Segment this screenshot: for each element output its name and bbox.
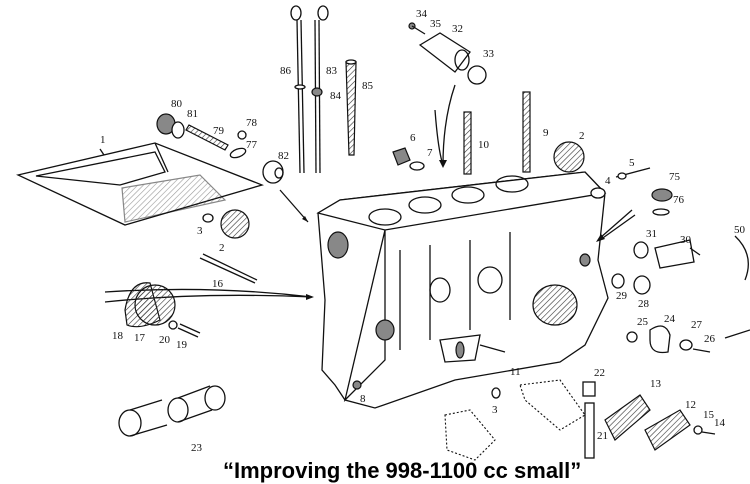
part-label: 16 [212,278,224,290]
dipsticks [290,5,357,174]
part-label: 18 [112,330,124,342]
part-number-labels: 1 80 81 79 78 77 82 86 83 84 85 3 2 16 1… [100,8,746,454]
part-label: 2 [219,242,225,254]
part-label: 27 [691,319,703,331]
part-label: 33 [483,48,495,60]
part-label: 25 [637,316,649,328]
part-label: 81 [187,108,198,120]
camshaft-bearings [118,385,226,437]
part-label: 24 [664,313,676,325]
part-label: 32 [452,23,463,35]
part-label: 3 [492,404,498,416]
part-label: 35 [430,18,442,30]
part-label: 23 [191,442,203,454]
part-label: 6 [410,132,416,144]
part-label: 75 [669,171,681,183]
part-label: 77 [246,139,258,151]
part-label: 3 [197,225,203,237]
part-label: 13 [650,378,662,390]
studs-and-plugs [392,91,673,216]
part-label: 82 [278,150,289,162]
part-label: 29 [616,290,628,302]
part-label: 76 [673,194,685,206]
part-label: 79 [213,125,225,137]
part-label: 7 [427,147,433,159]
relief-valve-parts [156,113,309,223]
caption: “Improving the 998-1100 cc small” [223,458,582,483]
part-label: 19 [176,339,188,351]
part-label: 26 [704,333,716,345]
engine-block-exploded-diagram: 1 80 81 79 78 77 82 86 83 84 85 3 2 16 1… [16,5,750,461]
part-label: 9 [543,127,549,139]
part-label: 85 [362,80,374,92]
part-label: 30 [680,234,692,246]
left-parts [118,209,362,437]
part-label: 5 [629,157,635,169]
engine-block [104,84,636,409]
part-label: 14 [714,417,726,429]
part-label: 83 [326,65,338,77]
part-label: 10 [478,139,490,151]
part-label: 15 [703,409,715,421]
part-label: 78 [246,117,258,129]
part-label: 11 [510,366,521,378]
right-parts [444,235,750,461]
part-label: 50 [734,224,746,236]
part-label: 80 [171,98,183,110]
part-label: 8 [360,393,366,405]
part-label: 21 [597,430,608,442]
part-label: 86 [280,65,292,77]
part-label: 22 [594,367,605,379]
part-label: 17 [134,332,146,344]
part-label: 31 [646,228,657,240]
sump-pan [16,142,265,226]
part-label: 12 [685,399,696,411]
part-label: 28 [638,298,650,310]
water-outlet-parts [408,22,487,85]
part-label: 20 [159,334,171,346]
part-label: 34 [416,8,428,20]
part-label: 1 [100,134,106,146]
part-label: 2 [579,130,585,142]
part-label: 4 [605,175,611,187]
part-label: 84 [330,90,342,102]
